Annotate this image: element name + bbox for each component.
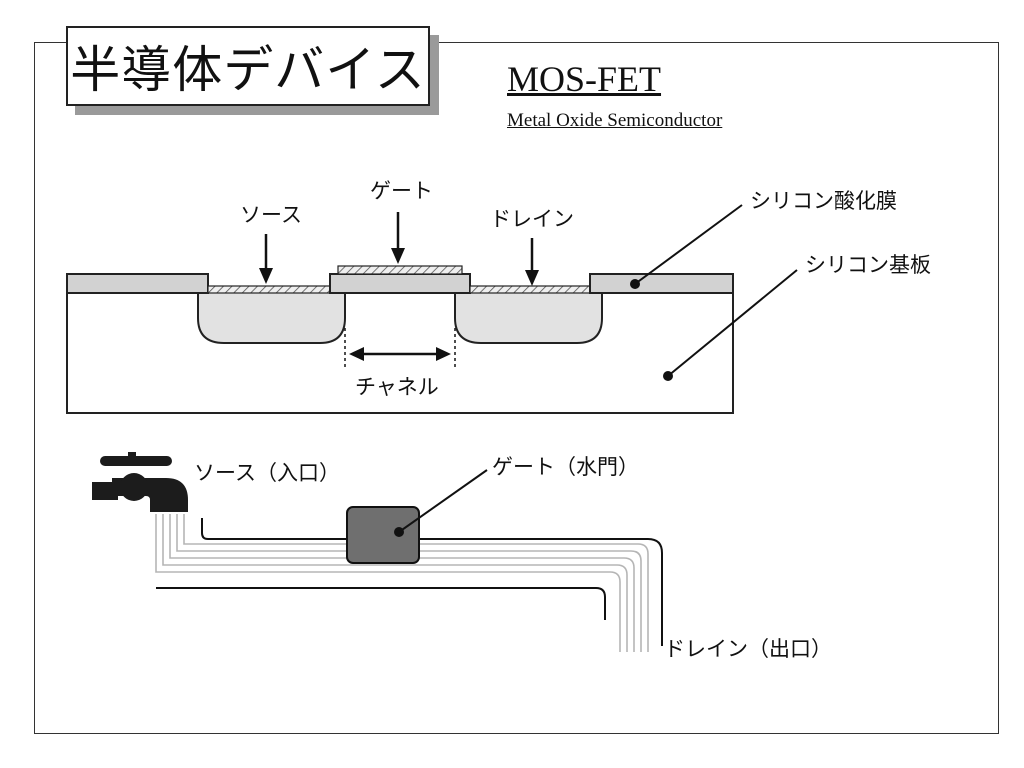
valve-leader	[398, 469, 488, 533]
gate-oxide	[329, 273, 471, 294]
oxide-leader-dot	[630, 279, 640, 289]
oxide-left	[66, 273, 209, 294]
gate-arrowhead	[391, 248, 405, 264]
slide-subtitle-detail: Metal Oxide Semiconductor	[507, 110, 723, 131]
valve-leader-dot	[394, 527, 404, 537]
substrate-leader	[667, 269, 798, 377]
label-substrate: シリコン基板	[805, 253, 931, 277]
slide-subtitle: MOS-FET	[507, 59, 662, 99]
label-source: ソース	[240, 203, 302, 227]
gate-valve	[346, 506, 420, 564]
drain-arrowhead	[525, 270, 539, 286]
slide-title: 半導体デバイス	[66, 26, 430, 106]
gate-electrode	[337, 265, 463, 275]
substrate-leader-dot	[663, 371, 673, 381]
source-contact	[207, 285, 331, 294]
channel-arrowhead-right	[436, 347, 451, 361]
drain-region	[454, 291, 603, 344]
label-channel: チャネル	[355, 375, 439, 399]
water-analogy: ソース（入口） ゲート（水門） ドレイン（出口）	[92, 452, 832, 661]
drain-contact	[469, 285, 591, 294]
source-region	[197, 291, 346, 344]
channel-arrowhead-left	[349, 347, 364, 361]
label-analogy-gate: ゲート（水門）	[492, 455, 639, 479]
label-analogy-source: ソース（入口）	[194, 461, 340, 485]
pipe-bottom-wall	[156, 587, 606, 620]
pipe-top-wall	[201, 518, 663, 646]
oxide-leader	[634, 204, 743, 285]
label-drain: ドレイン	[490, 207, 574, 231]
oxide-right	[589, 273, 734, 294]
water-flow	[155, 514, 649, 652]
label-gate: ゲート	[370, 179, 433, 203]
slide-frame	[34, 42, 999, 734]
label-oxide: シリコン酸化膜	[750, 189, 897, 213]
mosfet-cross-section: ソース ゲート ドレイン シリコン酸化膜 シリコン基板 チャネル	[66, 179, 931, 414]
silicon-substrate	[66, 291, 734, 414]
label-analogy-drain: ドレイン（出口）	[664, 637, 832, 661]
faucet-icon	[92, 452, 188, 512]
source-arrowhead	[259, 268, 273, 284]
